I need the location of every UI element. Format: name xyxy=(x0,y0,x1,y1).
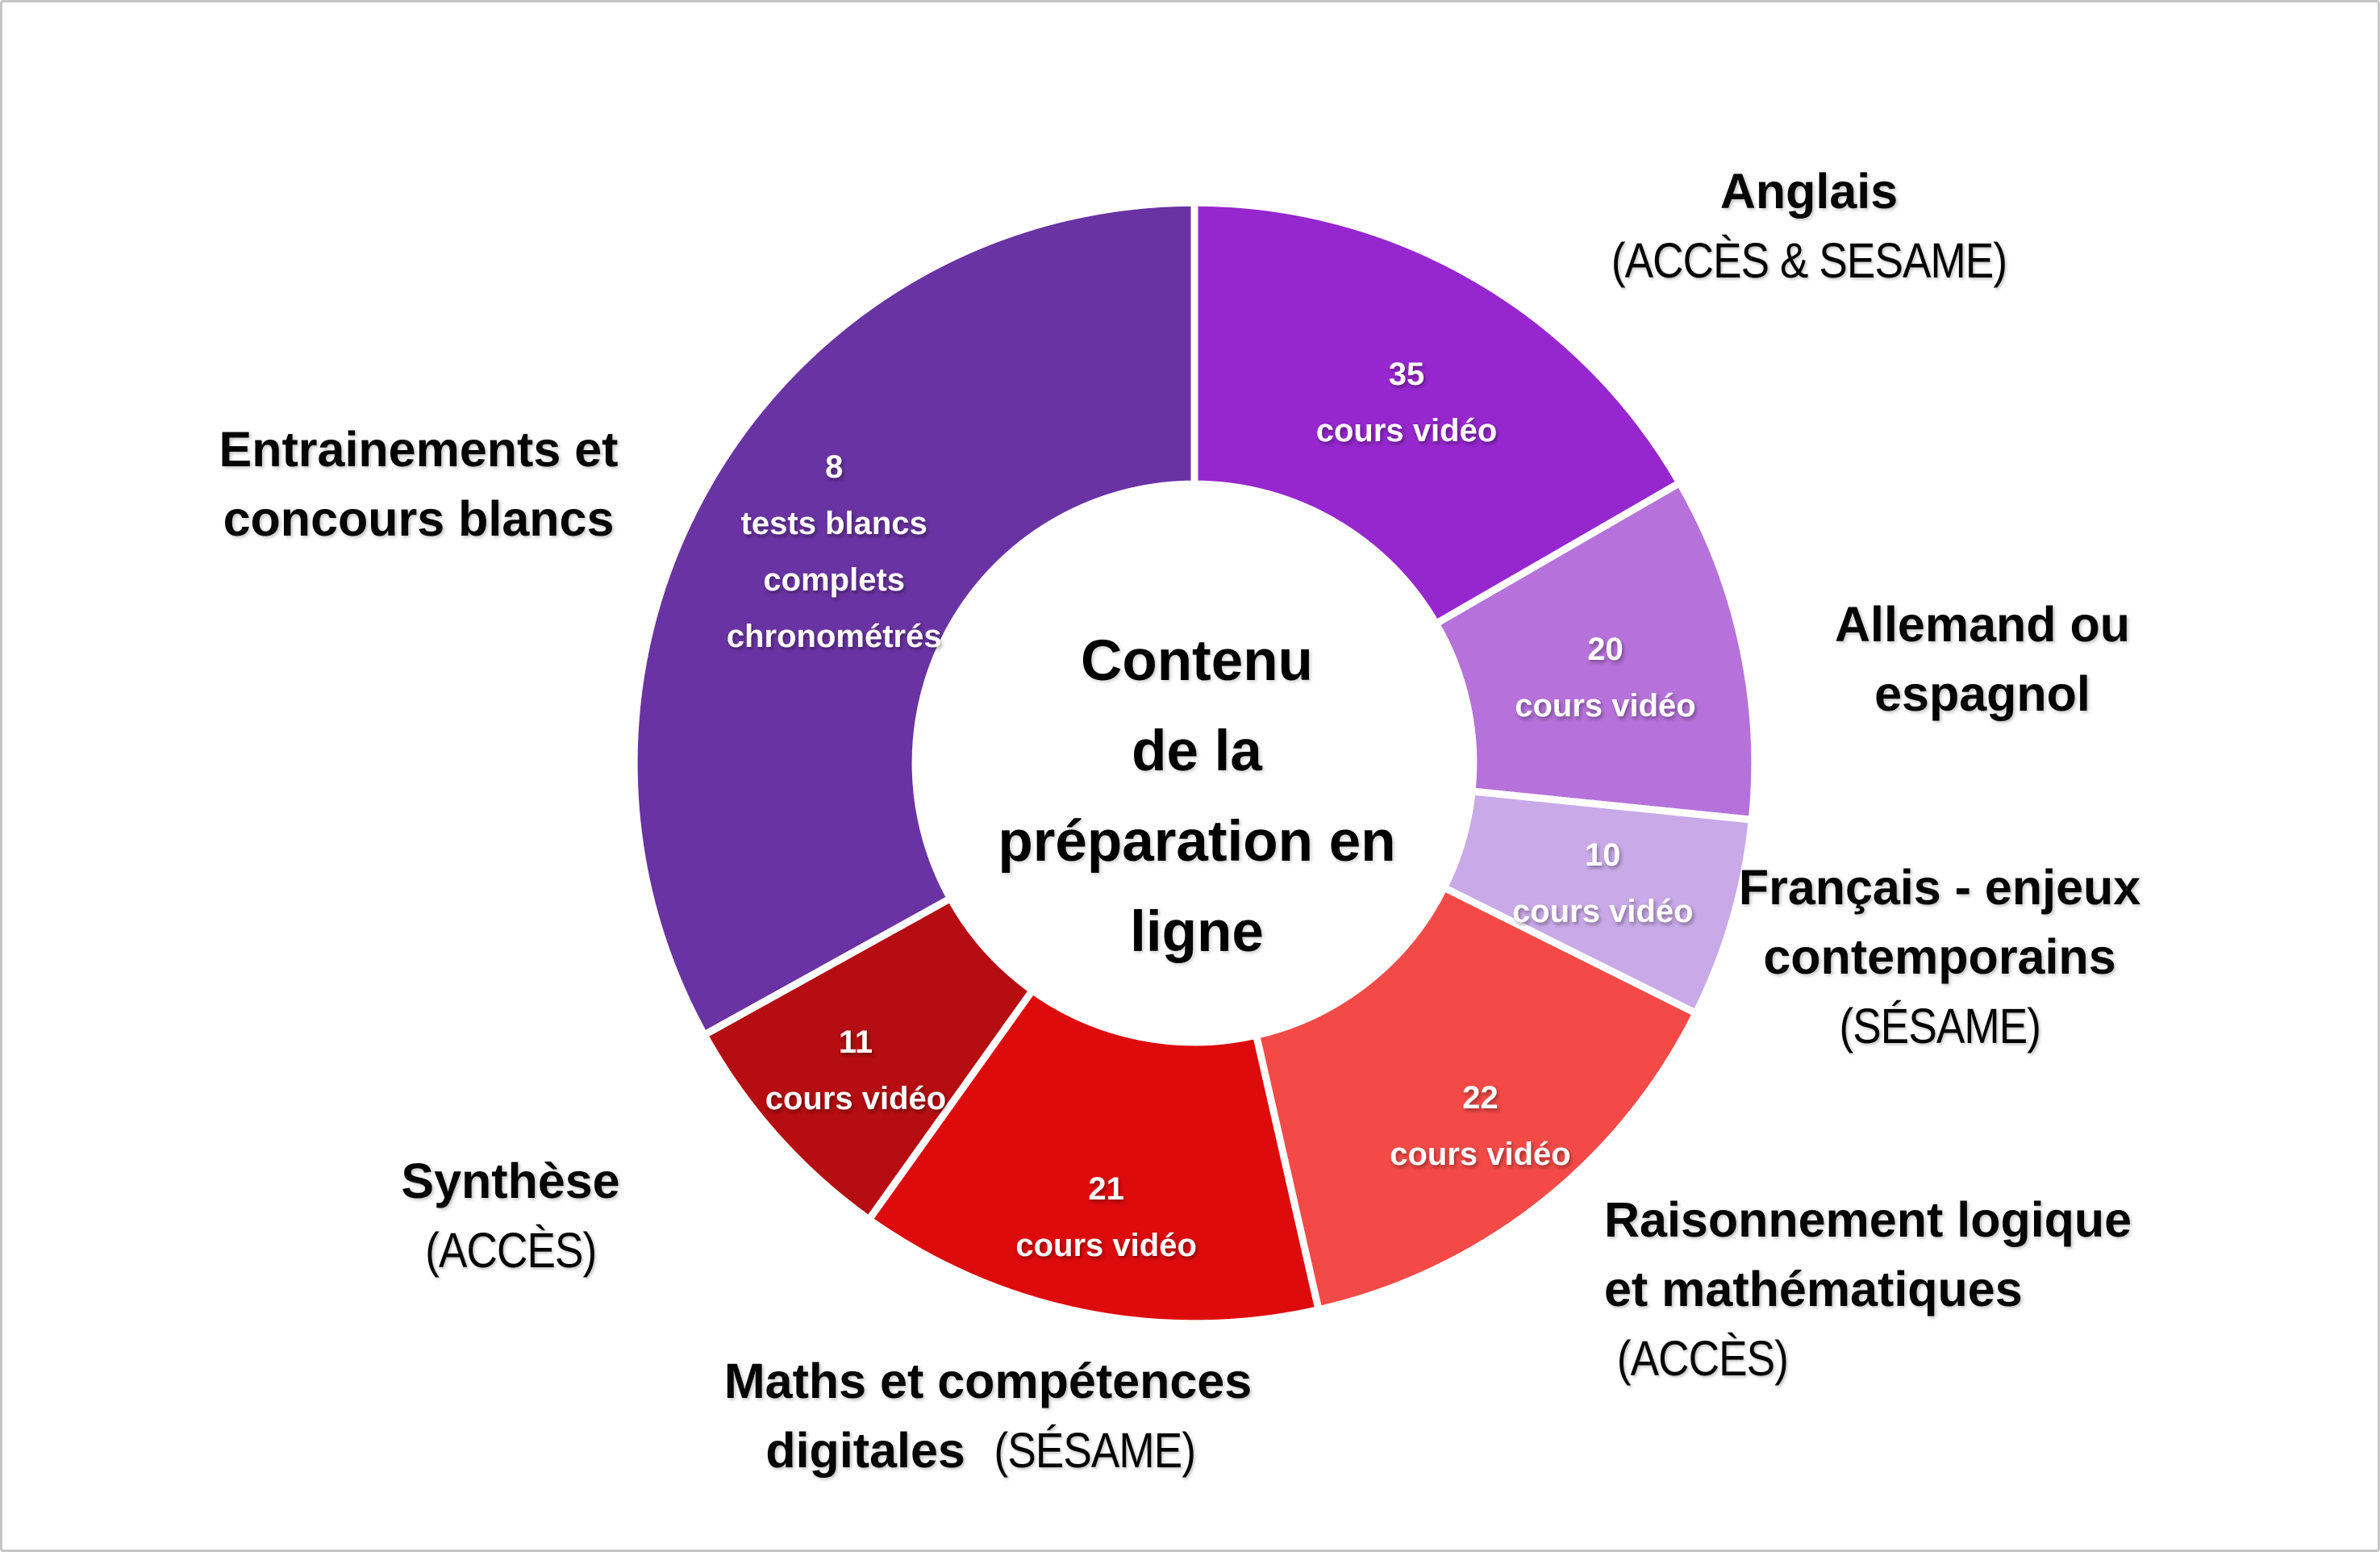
donut-segment-maths xyxy=(865,987,1323,1328)
center-title-line: Contenu xyxy=(1081,629,1313,693)
donut-segment-raisonnement xyxy=(1253,883,1700,1314)
center-title-line: préparation en xyxy=(998,810,1396,874)
donut-segment-entrainements xyxy=(630,198,1198,1039)
donut-segment-anglais xyxy=(1190,198,1684,628)
center-title-line: ligne xyxy=(1130,900,1264,964)
chart-center-title: Contenu de la préparation en ligne xyxy=(998,616,1395,978)
donut-segment-allemand xyxy=(1432,479,1759,824)
donut-segment-synthese xyxy=(700,895,1036,1224)
center-title-line: de la xyxy=(1132,720,1262,783)
